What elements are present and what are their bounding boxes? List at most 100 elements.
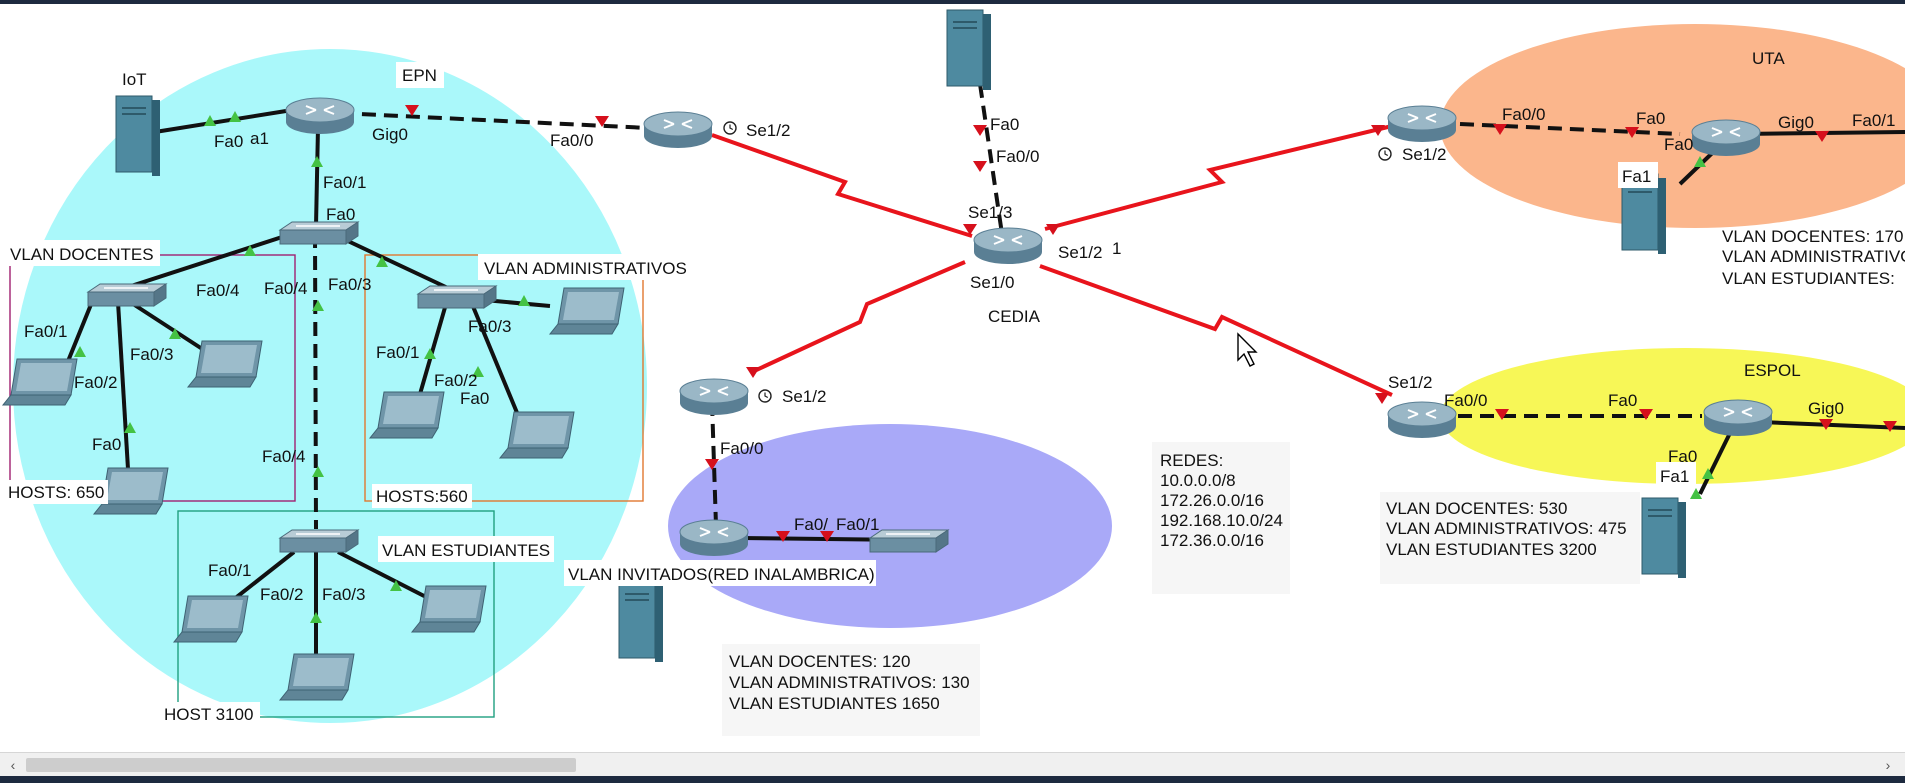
- port-label: Fa0: [460, 389, 489, 408]
- port-label: Fa0/2: [74, 373, 117, 392]
- espol-label: ESPOL: [1744, 361, 1801, 380]
- redes-note-line: 172.26.0.0/16: [1160, 491, 1264, 510]
- port-label: Fa0/3: [468, 317, 511, 336]
- scrollbar-thumb[interactable]: [26, 758, 576, 772]
- port-label: Fa0/1: [323, 173, 366, 192]
- espol-note: [1380, 492, 1640, 584]
- vlan-docentes-label: VLAN DOCENTES: [10, 245, 154, 264]
- port-label: a1: [250, 129, 269, 148]
- uta-label: UTA: [1752, 49, 1785, 68]
- server-icon[interactable]: [946, 9, 992, 91]
- iot-label: IoT: [122, 70, 147, 89]
- hosts-docentes-label: HOSTS: 650: [8, 483, 104, 502]
- redes-note-line: REDES:: [1160, 451, 1223, 470]
- port-label: Se1/2: [1058, 243, 1102, 262]
- vlan-estudiantes-box: [177, 510, 495, 718]
- switch-icon[interactable]: [87, 283, 167, 307]
- port-label: Fa0/4: [262, 447, 305, 466]
- router-icon[interactable]: [643, 111, 713, 149]
- switch-icon[interactable]: [417, 285, 497, 309]
- server-icon[interactable]: [1641, 497, 1687, 579]
- port-label: Fa0: [326, 205, 355, 224]
- router-icon[interactable]: [1387, 105, 1457, 143]
- port-label: Gig0: [372, 125, 408, 144]
- guest-note: [722, 644, 980, 736]
- router-icon[interactable]: [1691, 119, 1761, 157]
- server-icon[interactable]: [618, 581, 664, 663]
- link-cedia-uta: [1044, 124, 1393, 231]
- epn-label: EPN: [402, 66, 437, 85]
- espol-note-line: VLAN ESTUDIANTES 3200: [1386, 540, 1597, 559]
- port-label: Se1/3: [968, 203, 1012, 222]
- redes-note-line: 10.0.0.0/8: [1160, 471, 1236, 490]
- router-icon[interactable]: [285, 97, 355, 135]
- router-icon[interactable]: [1703, 399, 1773, 437]
- scroll-right-button[interactable]: ›: [1885, 757, 1891, 773]
- guest-note-line: VLAN ADMINISTRATIVOS: 130: [729, 673, 970, 692]
- logical-workspace[interactable]: IoT EPN Fa0 a1 Gig0 Fa0/1 Fa0 VLAN DOCEN…: [0, 4, 1905, 752]
- port-label: Fa0/3: [322, 585, 365, 604]
- port-label: Fa0/4: [196, 281, 239, 300]
- port-label: Gig0: [1808, 399, 1844, 418]
- port-label: Fa0: [1608, 391, 1637, 410]
- horizontal-scrollbar[interactable]: ‹ ›: [0, 752, 1905, 777]
- mouse-cursor-icon: [1237, 332, 1258, 367]
- port-label: Fa0: [1664, 135, 1693, 154]
- espol-note-line: VLAN ADMINISTRATIVOS: 475: [1386, 519, 1627, 538]
- port-label: Fa0/4: [264, 279, 307, 298]
- vlan-admin-label: VLAN ADMINISTRATIVOS: [484, 259, 687, 278]
- link-cedia-guest: [751, 260, 966, 374]
- guest-note-line: VLAN ESTUDIANTES 1650: [729, 694, 940, 713]
- link-cedia-espol: [1039, 264, 1393, 397]
- port-label: Fa0/1: [208, 561, 251, 580]
- vlan-estudiantes-label: VLAN ESTUDIANTES: [382, 541, 550, 560]
- espol-area: [1440, 348, 1905, 484]
- redes-note-line: 172.36.0.0/16: [1160, 531, 1264, 550]
- port-label: Fa0/0: [1444, 391, 1487, 410]
- port-label: Fa0/3: [130, 345, 173, 364]
- switch-icon[interactable]: [279, 221, 359, 245]
- port-label: Se1/2: [746, 121, 790, 140]
- port-label: Fa0/: [794, 515, 828, 534]
- switch-icon[interactable]: [279, 529, 359, 553]
- guest-note-line: VLAN DOCENTES: 120: [729, 652, 910, 671]
- switch-icon[interactable]: [869, 529, 949, 553]
- clock-icon: [758, 389, 772, 403]
- port-label: Fa0: [92, 435, 121, 454]
- clock-icon: [1378, 147, 1392, 161]
- hosts-estudiantes-label: HOST 3100: [164, 705, 253, 724]
- port-label: Fa0: [214, 132, 243, 151]
- router-icon[interactable]: [973, 227, 1043, 265]
- cedia-label: CEDIA: [988, 307, 1041, 326]
- clock-icon: [723, 121, 737, 135]
- link-epn-cedia: [711, 133, 973, 238]
- uta-note-line: VLAN DOCENTES: 170: [1722, 227, 1903, 246]
- port-label: Fa1: [1622, 167, 1651, 186]
- redes-note: [1152, 442, 1290, 594]
- router-icon[interactable]: [679, 519, 749, 557]
- scroll-left-button[interactable]: ‹: [10, 757, 16, 773]
- port-label: Se1/2: [1388, 373, 1432, 392]
- router-icon[interactable]: [679, 378, 749, 416]
- window-top-bar: [0, 0, 1905, 4]
- redes-note-line: 192.168.10.0/24: [1160, 511, 1283, 530]
- port-label: Fa0/0: [720, 439, 763, 458]
- server-icon[interactable]: [115, 95, 161, 177]
- hosts-admin-label: HOSTS:560: [376, 487, 468, 506]
- dashed-links: [313, 83, 1702, 530]
- port-label: Se1/0: [970, 273, 1014, 292]
- port-label: 1: [1112, 239, 1121, 258]
- port-label: Fa0/1: [836, 515, 879, 534]
- espol-note-line: VLAN DOCENTES: 530: [1386, 499, 1567, 518]
- port-label: Se1/2: [782, 387, 826, 406]
- vlan-invitados-label: VLAN INVITADOS(RED INALAMBRICA): [568, 565, 875, 584]
- port-label: Fa0/2: [260, 585, 303, 604]
- port-label: Fa0/0: [550, 131, 593, 150]
- port-label: Fa0/0: [1502, 105, 1545, 124]
- port-label: Fa0/0: [996, 147, 1039, 166]
- uta-note-line: VLAN ADMINISTRATIVOS: [1722, 247, 1905, 266]
- port-label: Fa1: [1660, 467, 1689, 486]
- window-bottom-bar: [0, 776, 1905, 783]
- port-label: Fa0/3: [328, 275, 371, 294]
- port-label: Fa0/1: [1852, 111, 1895, 130]
